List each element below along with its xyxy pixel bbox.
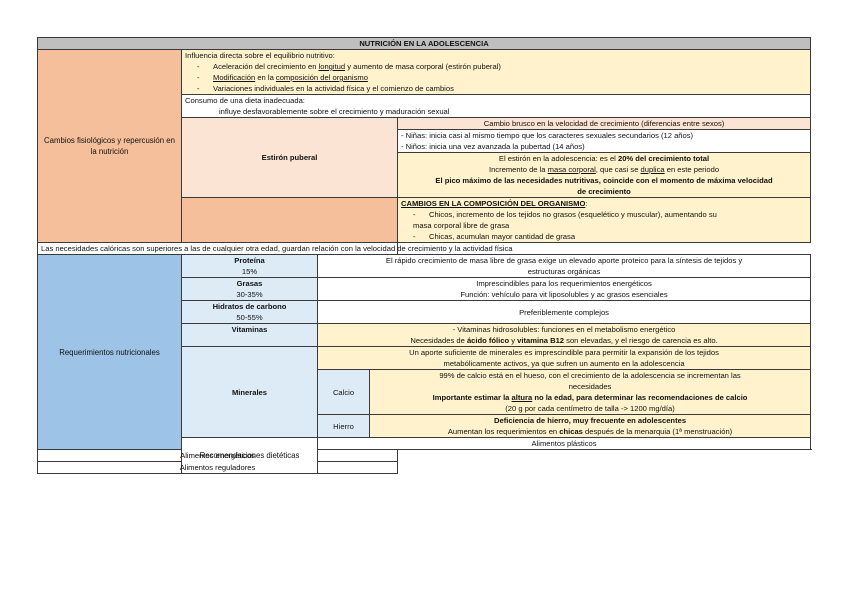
minerales-name: Minerales [181, 346, 318, 438]
estiron-detalle: El estirón en la adolescencia: es el 20%… [396, 152, 812, 198]
hidratos-name: Hidratos de carbono [212, 302, 287, 311]
estiron-line-3: El pico máximo de las necesidades nutrit… [435, 176, 773, 185]
estiron-line-4: de crecimiento [577, 187, 631, 196]
vitaminas-desc-1: - Vitaminas hidrosolubles: funciones en … [452, 325, 676, 334]
hierro-desc-1: Deficiencia de hierro, muy frecuente en … [494, 416, 687, 425]
estiron-ninas: - Niñas: inicia casi al mismo tiempo que… [401, 131, 694, 140]
recomendacion-item-2: Alimentos energéticos [37, 449, 398, 462]
minerales-intro-2: metabólicamente activos, ya que sufren u… [443, 359, 685, 368]
calcio-desc-3: Importante estimar la altura no la edad,… [432, 393, 748, 402]
consumo-line-1: Consumo de una dieta inadecuada: [185, 96, 305, 105]
proteina-cell: Proteína 15% [181, 254, 318, 278]
recomendacion-item-1: Alimentos plásticos [316, 437, 812, 450]
estiron-line-1: El estirón en la adolescencia: es el 20%… [498, 154, 710, 163]
hierro-desc: Deficiencia de hierro, muy frecuente en … [368, 414, 812, 438]
estiron-line-2: Incremento de la masa corporal, que casi… [488, 165, 720, 174]
grasas-name: Grasas [236, 279, 263, 288]
composicion-empty-cell [181, 197, 398, 243]
vitaminas-desc: - Vitaminas hidrosolubles: funciones en … [316, 323, 812, 347]
proteina-name: Proteína [234, 256, 265, 265]
minerales-intro: Un aporte suficiente de minerales es imp… [316, 346, 812, 370]
composicion-cell: CAMBIOS EN LA COMPOSICIÓN DEL ORGANISMO:… [396, 197, 812, 243]
grasas-cell: Grasas 30-35% [181, 277, 318, 301]
composicion-heading: CAMBIOS EN LA COMPOSICIÓN DEL ORGANISMO: [401, 199, 588, 208]
influencia-bullet-3: Variaciones individuales en la actividad… [185, 83, 807, 94]
proteina-desc-1: El rápido crecimiento de masa libre de g… [385, 256, 743, 265]
hierro-desc-2: Aumentan los requerimientos en chicas de… [447, 427, 733, 436]
consumo-cell: Consumo de una dieta inadecuada: influye… [180, 94, 812, 118]
nutrition-table: NUTRICIÓN EN LA ADOLESCENCIA Cambios fis… [36, 37, 812, 474]
grasas-desc-1: Imprescindibles para los requerimientos … [476, 279, 652, 288]
minerales-intro-1: Un aporte suficiente de minerales es imp… [409, 348, 719, 357]
influencia-heading: Influencia directa sobre el equilibrio n… [185, 51, 335, 60]
table-title: NUTRICIÓN EN LA ADOLESCENCIA [36, 37, 812, 50]
vitaminas-name: Vitaminas [181, 323, 318, 347]
estiron-cambio: Cambio brusco en la velocidad de crecimi… [396, 117, 812, 130]
influencia-cell: Influencia directa sobre el equilibrio n… [180, 49, 812, 95]
requerimientos-intro: Las necesidades calóricas son superiores… [37, 242, 513, 255]
hierro-name: Hierro [317, 414, 370, 438]
proteina-pct: 15% [241, 267, 258, 276]
consumo-line-2: influye desfavorablemente sobre el creci… [219, 107, 450, 116]
calcio-desc-2: necesidades [568, 382, 612, 391]
cambios-label: Cambios fisiológicos y repercusión en la… [37, 49, 182, 243]
calcio-desc-1: 99% de calcio está en el hueso, con el c… [439, 371, 741, 380]
calcio-name: Calcio [317, 369, 370, 415]
grasas-pct: 30-35% [236, 290, 263, 299]
recomendacion-item-3: Alimentos reguladores [37, 461, 398, 474]
influencia-bullet-1: Aceleración del crecimiento en longitud … [185, 61, 807, 72]
grasas-desc: Imprescindibles para los requerimientos … [316, 277, 812, 301]
proteina-desc: El rápido crecimiento de masa libre de g… [316, 254, 812, 278]
proteina-desc-2: estructuras orgánicas [527, 267, 601, 276]
hidratos-desc: Preferiblemente complejos [316, 300, 812, 324]
calcio-desc-4: (20 g por cada centímetro de talla -> 12… [505, 404, 675, 413]
calcio-desc: 99% de calcio está en el hueso, con el c… [368, 369, 812, 415]
hidratos-cell: Hidratos de carbono 50-55% [181, 300, 318, 324]
vitaminas-desc-2: Necesidades de ácido fólico y vitamina B… [410, 336, 718, 345]
grasas-desc-2: Función: vehículo para vit liposolubles … [460, 290, 668, 299]
composicion-bullet-2: Chicas, acumulan mayor cantidad de grasa [401, 231, 807, 242]
hidratos-pct: 50-55% [236, 313, 263, 322]
composicion-bullet-1-cont: masa corporal libre de grasa [413, 221, 510, 230]
composicion-bullet-1: Chicos, incremento de los tejidos no gra… [401, 209, 807, 220]
estiron-sexos: - Niñas: inicia casi al mismo tiempo que… [396, 129, 812, 153]
influencia-bullet-2: Modificación en la composición del organ… [185, 72, 807, 83]
estiron-label: Estirón puberal [181, 117, 398, 198]
requerimientos-label: Requerimientos nutricionales [37, 254, 182, 450]
estiron-ninos: - Niños: inicia una vez avanzada la pube… [401, 142, 585, 151]
